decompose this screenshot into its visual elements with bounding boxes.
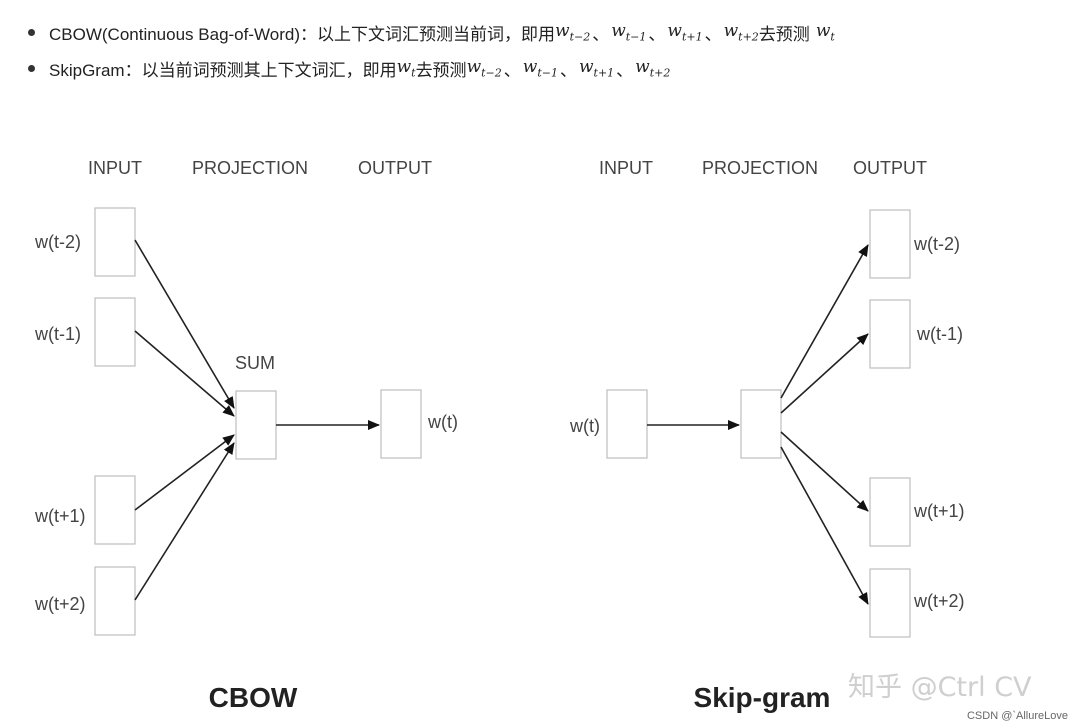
bullet-skipgram-label: SkipGram：以当前词预测其上下文词汇，即用	[49, 60, 397, 80]
math-w-t-plus-1: wt+1	[667, 20, 703, 44]
separator: 、	[559, 60, 577, 80]
skipgram-output-box	[869, 477, 911, 547]
bullet-cbow: CBOW(Continuous Bag-of-Word)：以上下文词汇预测当前词…	[28, 14, 1068, 50]
skipgram-arrow	[780, 431, 869, 512]
skipgram-output-label: w(t-2)	[913, 234, 960, 254]
skipgram-output-header: OUTPUT	[853, 158, 927, 178]
skipgram-projection-box	[740, 389, 782, 459]
cbow-arrow	[134, 239, 235, 409]
bullet-skipgram-suffix: 去预测	[415, 60, 467, 80]
cbow-diagram: INPUT PROJECTION OUTPUT w(t-2) w(t-1) w(…	[34, 158, 458, 713]
cbow-projection-header: PROJECTION	[192, 158, 308, 178]
cbow-output-header: OUTPUT	[358, 158, 432, 178]
cbow-input-box	[94, 475, 136, 545]
math-w-t-plus-1: wt+1	[578, 56, 615, 80]
skipgram-arrow	[780, 244, 869, 399]
cbow-arrow	[134, 434, 235, 511]
math-w-t-minus-1: wt−1	[611, 20, 647, 44]
credit: CSDN @`AllureLove	[967, 710, 1068, 722]
skipgram-output-label: w(t+2)	[913, 591, 965, 611]
cbow-input-box	[94, 566, 136, 636]
skipgram-projection-header: PROJECTION	[702, 158, 818, 178]
separator: 、	[704, 24, 722, 44]
cbow-input-box	[94, 207, 136, 277]
skipgram-diagram: INPUT PROJECTION OUTPUT w(t) w(t-2) w(t-…	[569, 158, 965, 713]
skipgram-input-header: INPUT	[599, 158, 653, 178]
cbow-arrow	[134, 442, 235, 601]
skipgram-output-box	[869, 568, 911, 638]
skipgram-arrow	[780, 333, 869, 414]
separator: 、	[648, 24, 666, 44]
math-w-t-plus-2: wt+2	[635, 56, 671, 80]
bullet-skipgram: SkipGram：以当前词预测其上下文词汇，即用 wt 去预测 wt−2 、 w…	[28, 50, 1068, 86]
cbow-input-label: w(t+2)	[34, 594, 86, 614]
skipgram-output-box	[869, 299, 911, 369]
cbow-arrow	[134, 330, 235, 417]
cbow-output-label: w(t)	[427, 412, 458, 432]
watermark: 知乎 @Ctrl CV	[848, 672, 1032, 703]
bullet-dot	[28, 28, 35, 36]
cbow-projection-box	[235, 390, 277, 460]
cbow-sum-label: SUM	[235, 353, 275, 373]
math-w-t-minus-1: wt−1	[522, 56, 558, 80]
cbow-input-label: w(t+1)	[34, 506, 86, 526]
math-w-t-minus-2: wt−2	[555, 20, 591, 44]
bullet-cbow-suffix: 去预测	[758, 24, 810, 44]
bullet-cbow-label: CBOW(Continuous Bag-of-Word)：以上下文词汇预测当前词…	[49, 24, 555, 44]
skipgram-output-box	[869, 209, 911, 279]
skipgram-input-box	[606, 389, 648, 459]
bullet-dot	[28, 64, 35, 72]
bullet-list: CBOW(Continuous Bag-of-Word)：以上下文词汇预测当前词…	[28, 14, 1068, 86]
cbow-input-label: w(t-1)	[34, 324, 81, 344]
separator: 、	[592, 24, 610, 44]
skipgram-title: Skip-gram	[694, 682, 831, 713]
skipgram-input-label: w(t)	[569, 416, 600, 436]
cbow-input-label: w(t-2)	[34, 232, 81, 252]
math-w-t-minus-2: wt−2	[466, 56, 502, 80]
cbow-output-box	[380, 389, 422, 459]
math-w-t: wt	[396, 56, 416, 80]
separator: 、	[503, 60, 521, 80]
skipgram-arrow	[780, 446, 869, 605]
skipgram-output-label: w(t+1)	[913, 501, 965, 521]
math-w-t-plus-2: wt+2	[723, 20, 759, 44]
skipgram-output-label: w(t-1)	[916, 324, 963, 344]
cbow-input-box	[94, 297, 136, 367]
math-w-t: wt	[815, 20, 835, 44]
separator: 、	[616, 60, 634, 80]
cbow-input-header: INPUT	[88, 158, 142, 178]
cbow-title: CBOW	[209, 682, 298, 713]
